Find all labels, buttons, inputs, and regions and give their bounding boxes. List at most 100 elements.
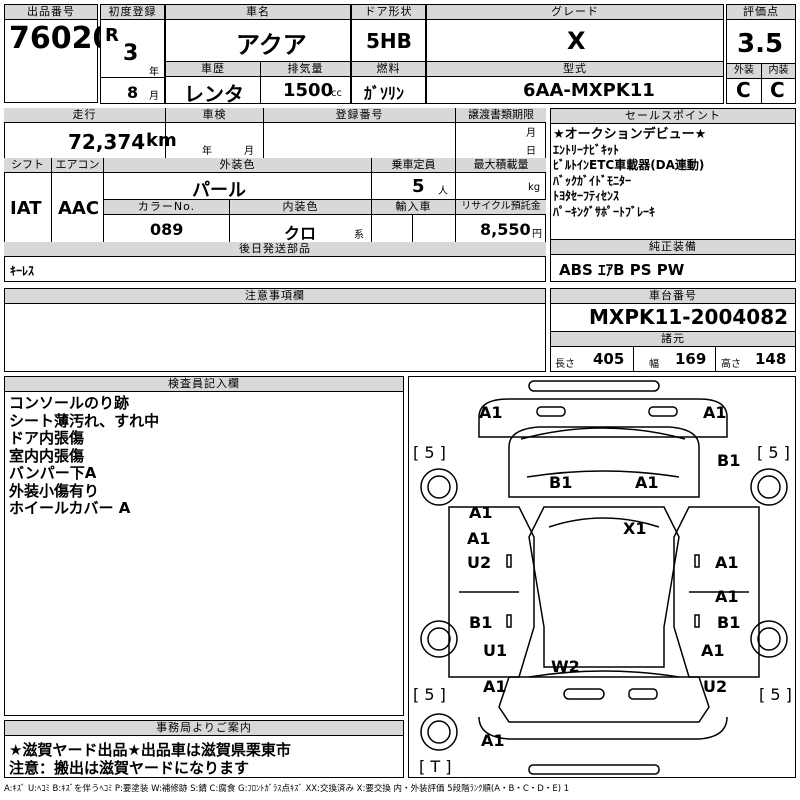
damage-mark: A1 bbox=[715, 553, 739, 572]
lot-number-value: 76020 bbox=[9, 21, 114, 56]
exterior-color-cell: 外装色 パール bbox=[104, 158, 372, 201]
color-number-value: 089 bbox=[150, 220, 184, 239]
chassis-block: 車台番号 MXPK11-2004082 諸元 長さ 405 幅 169 高さ 1… bbox=[550, 288, 796, 372]
inspection-cell: 車検 年 月 bbox=[166, 108, 264, 158]
chassis-label: 車台番号 bbox=[551, 289, 795, 304]
grade-value: X bbox=[567, 27, 586, 55]
interior-grade-label: 内装 bbox=[762, 64, 795, 79]
color-number-cell: カラーNo. 089 bbox=[104, 200, 230, 242]
damage-mark: X1 bbox=[623, 519, 647, 538]
tire-tread-front-right: [ 5 ] bbox=[757, 443, 790, 462]
office-line-2: 注意：搬出は滋賀ヤードになります bbox=[9, 759, 250, 777]
height-label: 高さ bbox=[721, 359, 741, 370]
equipment-label: 純正装備 bbox=[551, 240, 795, 255]
grade-label: グレード bbox=[427, 5, 723, 20]
capacity-cell: 乗車定員 5 人 bbox=[372, 158, 456, 200]
grade-cell: グレード X bbox=[426, 4, 724, 62]
tire-tread-spare: [ T ] bbox=[419, 757, 452, 776]
inspector-notes: コンソールのり跡 シート薄汚れ、すれ中 ドア内張傷 室内内張傷 バンパー下A 外… bbox=[9, 394, 159, 518]
door-type-value: 5HB bbox=[366, 29, 412, 53]
equipment-value: ABS ｴｱB PS PW bbox=[559, 261, 685, 279]
inspection-year-unit: 年 bbox=[202, 146, 212, 157]
damage-mark: A1 bbox=[467, 529, 491, 548]
damage-mark: A1 bbox=[483, 677, 507, 696]
exterior-grade-value: C bbox=[736, 78, 751, 102]
damage-mark: A1 bbox=[635, 473, 659, 492]
displacement-label: 排気量 bbox=[261, 62, 350, 77]
car-name-value: アクア bbox=[236, 31, 307, 59]
lot-number-blank bbox=[4, 60, 98, 103]
aircon-cell: エアコン AAC bbox=[52, 158, 104, 242]
damage-mark: U1 bbox=[483, 641, 508, 660]
door-type-label: ドア形状 bbox=[352, 5, 425, 20]
damage-mark: A1 bbox=[479, 403, 503, 422]
damage-mark: B1 bbox=[469, 613, 493, 632]
damage-mark: A1 bbox=[469, 503, 493, 522]
recycle-fee-label: リサイクル預託金 bbox=[456, 200, 546, 215]
inspector-line: コンソールのり跡 bbox=[9, 394, 130, 412]
era-value: R bbox=[105, 25, 119, 46]
transfer-day-unit: 日 bbox=[526, 146, 536, 157]
office-line-1: ★滋賀ヤード出品★出品車は滋賀県栗東市 bbox=[9, 741, 291, 759]
width-value: 169 bbox=[675, 350, 707, 368]
aircon-value: AAC bbox=[58, 198, 100, 219]
damage-mark: U2 bbox=[467, 553, 492, 572]
later-parts-label: 後日発送部品 bbox=[4, 242, 546, 257]
score-cell: 評価点 3.5 bbox=[726, 4, 796, 64]
interior-grade-cell: 内装 C bbox=[761, 63, 796, 104]
damage-mark: A1 bbox=[715, 587, 739, 606]
tire-tread-rear-right: [ 5 ] bbox=[759, 685, 792, 704]
inspector-label: 検査員記入欄 bbox=[5, 377, 403, 392]
mileage-cell: 走行 72,374 km bbox=[4, 108, 177, 158]
car-name-cell: 車名 アクア bbox=[165, 4, 351, 62]
damage-mark: B1 bbox=[717, 451, 741, 470]
tire-tread-front-left: [ 5 ] bbox=[413, 443, 446, 462]
width-label: 幅 bbox=[649, 359, 659, 370]
interior-color-cell: 内装色 クロ 系 bbox=[230, 200, 372, 243]
inspector-line: ドア内張傷 bbox=[9, 429, 85, 447]
max-load-label: 最大積載量 bbox=[456, 158, 546, 173]
notes-label: 注意事項欄 bbox=[5, 289, 545, 304]
reg-month-value: 8 bbox=[127, 83, 139, 102]
damage-mark: W2 bbox=[551, 657, 580, 676]
capacity-label: 乗車定員 bbox=[372, 158, 455, 173]
mileage-value: 72,374 bbox=[68, 130, 146, 154]
damage-mark: A1 bbox=[701, 641, 725, 660]
mileage-label: 走行 bbox=[4, 108, 165, 123]
import-cell: 輸入車 bbox=[372, 200, 456, 242]
max-load-cell: 最大積載量 kg bbox=[456, 158, 546, 200]
chassis-value: MXPK11-2004082 bbox=[589, 305, 789, 329]
shift-cell: シフト IAT bbox=[4, 158, 52, 242]
capacity-unit: 人 bbox=[438, 186, 448, 197]
sales-point-item: ﾊﾟｰｷﾝｸﾞｻﾎﾟｰﾄﾌﾞﾚｰｷ bbox=[553, 204, 656, 219]
notes-block: 注意事項欄 bbox=[4, 288, 546, 372]
plate-number-cell: 登録番号 bbox=[264, 108, 456, 158]
sales-points-label: セールスポイント bbox=[551, 109, 795, 124]
height-value: 148 bbox=[755, 350, 787, 368]
lot-number-label: 出品番号 bbox=[5, 5, 97, 20]
door-type-cell: ドア形状 5HB bbox=[351, 4, 426, 62]
office-label: 事務局よりご案内 bbox=[5, 721, 403, 736]
exterior-color-label: 外装色 bbox=[104, 158, 371, 173]
history-cell: 車歴 レンタ bbox=[165, 61, 261, 106]
interior-color-value: クロ bbox=[284, 224, 317, 243]
capacity-value: 5 bbox=[412, 176, 425, 197]
tire-tread-rear-left: [ 5 ] bbox=[413, 685, 446, 704]
sales-point-item: ﾊﾞｯｸｶﾞｲﾄﾞﾓﾆﾀｰ bbox=[553, 173, 632, 188]
month-unit: 月 bbox=[149, 91, 159, 102]
model-label: 型式 bbox=[427, 62, 723, 77]
color-number-label: カラーNo. bbox=[104, 200, 229, 215]
year-unit: 年 bbox=[149, 67, 159, 78]
later-parts-value: ｷｰﾚｽ bbox=[10, 264, 35, 278]
displacement-value: 1500 bbox=[283, 80, 334, 101]
model-cell: 型式 6AA-MXPK11 bbox=[426, 61, 724, 104]
transfer-deadline-label: 譲渡書類期限 bbox=[456, 108, 546, 123]
damage-mark: B1 bbox=[549, 473, 573, 492]
damage-mark: A1 bbox=[481, 731, 505, 750]
length-label: 長さ bbox=[555, 359, 575, 370]
model-value: 6AA-MXPK11 bbox=[523, 80, 655, 101]
transfer-month-unit: 月 bbox=[526, 128, 536, 139]
inspector-block: 検査員記入欄 コンソールのり跡 シート薄汚れ、すれ中 ドア内張傷 室内内張傷 バ… bbox=[4, 376, 404, 716]
reg-year-value: 3 bbox=[123, 41, 139, 66]
damage-diagram: [ 5 ] [ 5 ] [ 5 ] [ 5 ] [ T ] A1 A1 B1 B… bbox=[408, 376, 796, 778]
